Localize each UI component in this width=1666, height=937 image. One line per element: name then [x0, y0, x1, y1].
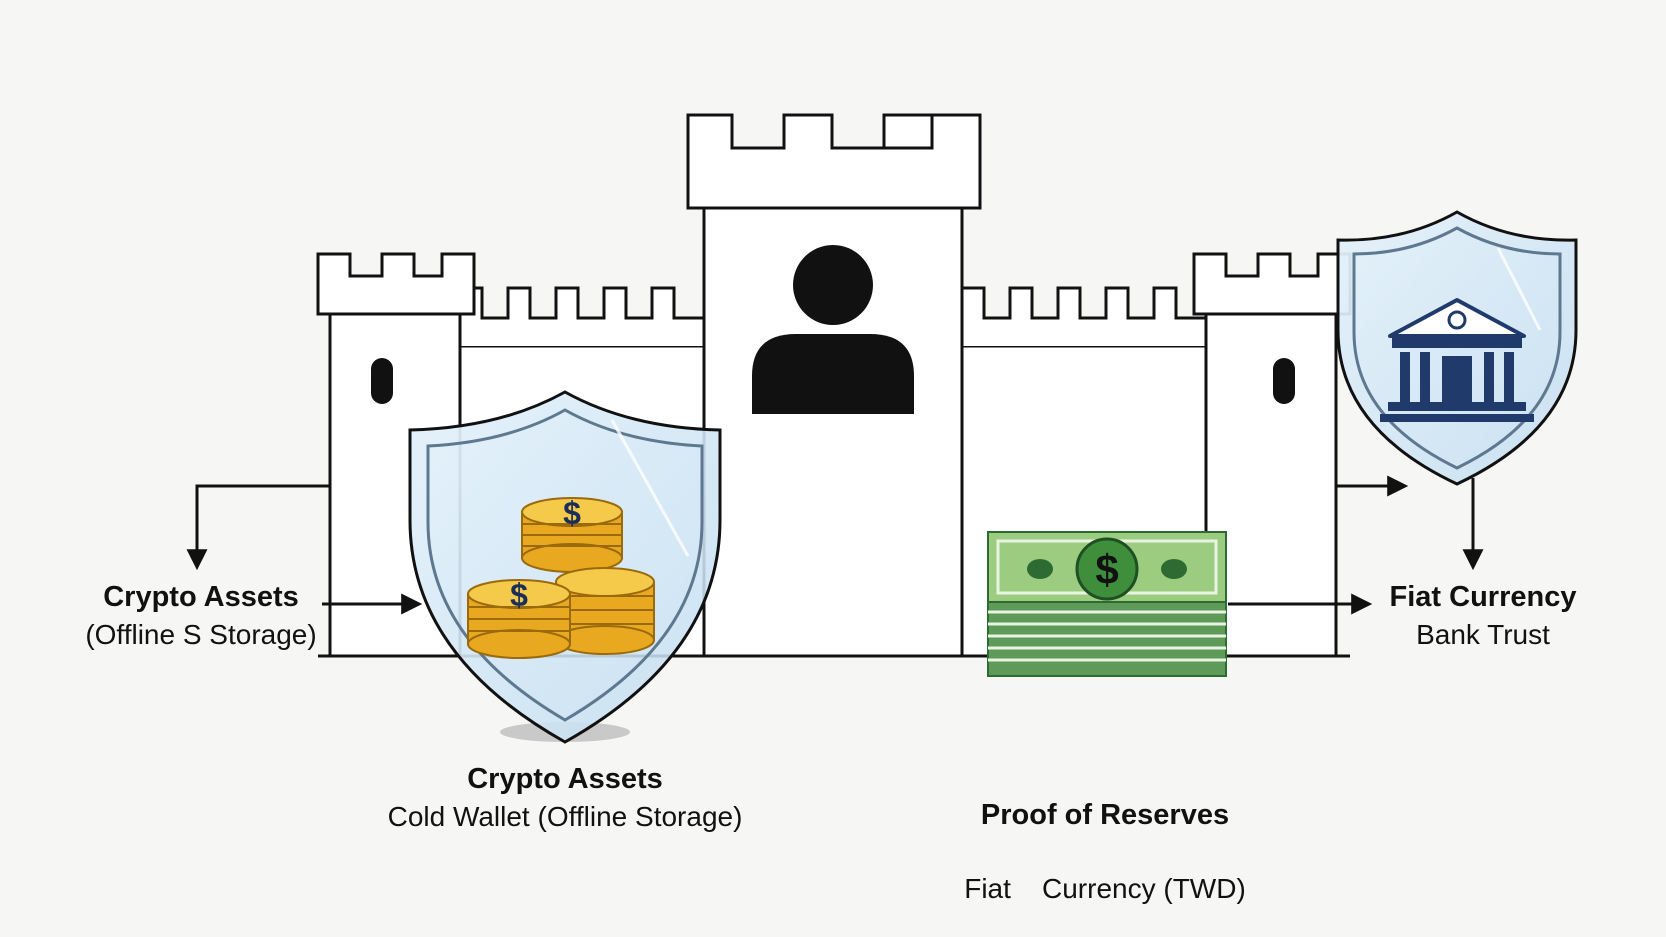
label-bottom-left-subtitle: Cold Wallet (Offline Storage) — [387, 801, 743, 832]
castle-left-tower-battlements — [316, 252, 476, 316]
bank-icon — [1380, 298, 1534, 422]
label-left-title: Crypto Assets — [103, 581, 299, 613]
arrow-icon — [186, 475, 1484, 615]
banknote-dollar-sign: $ — [1095, 546, 1118, 593]
coin-dollar-sign: $ — [563, 495, 581, 531]
label-bottom-right-subtitle: Fiat Currency (TWD) — [964, 873, 1246, 904]
banknote-stack-icon: $ — [987, 531, 1227, 677]
person-icon — [752, 245, 914, 414]
coin-stack-right — [555, 567, 655, 655]
label-right-title: Fiat Currency — [1389, 581, 1577, 613]
right-tower-window — [1273, 358, 1295, 404]
label-bottom-left: Crypto Assets Cold Wallet (Offline Stora… — [345, 760, 785, 836]
label-left-subtitle: (Offline S Storage) — [85, 619, 317, 650]
coin-stack-left: $ — [467, 577, 571, 659]
castle-right-wall-battlements — [960, 286, 1208, 346]
castle-keep-battlements-right — [882, 115, 934, 150]
coin-stack-back: $ — [521, 495, 623, 573]
label-bottom-right: Proof of Reserves Fiat Currency (TWD) — [910, 760, 1300, 926]
castle-right-tower-battlements — [1192, 252, 1352, 316]
castle-left-wall-battlements — [458, 286, 706, 346]
label-bottom-left-title: Crypto Assets — [467, 763, 663, 795]
arrow-left-down — [186, 484, 330, 571]
castle-keep-battlements — [686, 113, 982, 210]
label-right-subtitle: Bank Trust — [1416, 619, 1550, 650]
label-left: Crypto Assets (Offline S Storage) — [66, 578, 336, 654]
label-right: Fiat Currency Bank Trust — [1358, 578, 1608, 654]
coin-stack-icon: $ $ — [467, 495, 655, 659]
label-bottom-right-title: Proof of Reserves — [980, 799, 1230, 831]
coin-dollar-sign: $ — [510, 577, 528, 613]
left-tower-window — [371, 358, 393, 404]
